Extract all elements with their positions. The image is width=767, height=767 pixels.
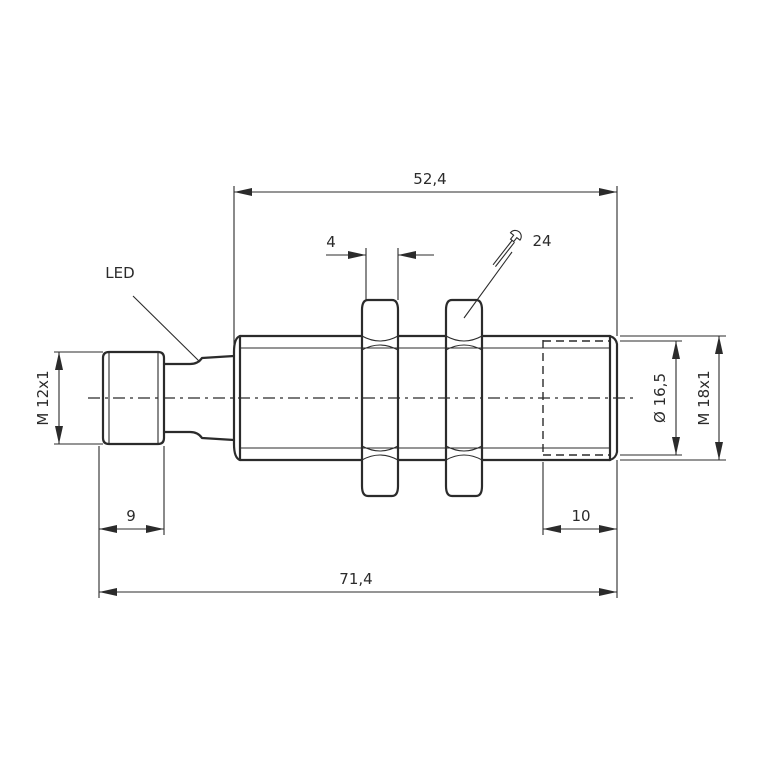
hex-nut-left bbox=[360, 298, 400, 498]
led-label: LED bbox=[105, 264, 134, 282]
dimension-label-52-4: 52,4 bbox=[413, 170, 446, 188]
extension-lines bbox=[54, 186, 726, 598]
m12-connector bbox=[101, 350, 166, 446]
hex-nut-right bbox=[444, 298, 484, 498]
wrench-size-label: 24 bbox=[532, 232, 551, 250]
dimension-m12x1: M 12x1 bbox=[34, 352, 63, 444]
wrench-icon bbox=[492, 229, 522, 267]
dimension-label-m12x1: M 12x1 bbox=[34, 370, 52, 425]
dimension-9: 9 bbox=[99, 507, 164, 533]
dimension-label-9: 9 bbox=[126, 507, 136, 525]
dimension-diameter-16-5: Ø 16,5 bbox=[651, 341, 680, 455]
dimension-m18x1: M 18x1 bbox=[695, 336, 723, 460]
led-neck bbox=[162, 354, 236, 442]
dimension-label-m18x1: M 18x1 bbox=[695, 370, 713, 425]
dimension-10: 10 bbox=[543, 507, 617, 533]
dimension-label-4: 4 bbox=[326, 233, 336, 251]
led-callout: LED bbox=[105, 264, 201, 363]
dimension-label-16-5: Ø 16,5 bbox=[651, 373, 669, 423]
sensing-zone bbox=[542, 340, 610, 456]
dimension-4: 4 bbox=[326, 233, 434, 259]
dimension-71-4: 71,4 bbox=[99, 570, 617, 596]
dimension-label-10: 10 bbox=[571, 507, 590, 525]
dimension-label-71-4: 71,4 bbox=[339, 570, 372, 588]
wrench-callout: 24 bbox=[463, 229, 552, 319]
threaded-body bbox=[232, 334, 619, 462]
dimension-52-4: 52,4 bbox=[234, 170, 617, 196]
